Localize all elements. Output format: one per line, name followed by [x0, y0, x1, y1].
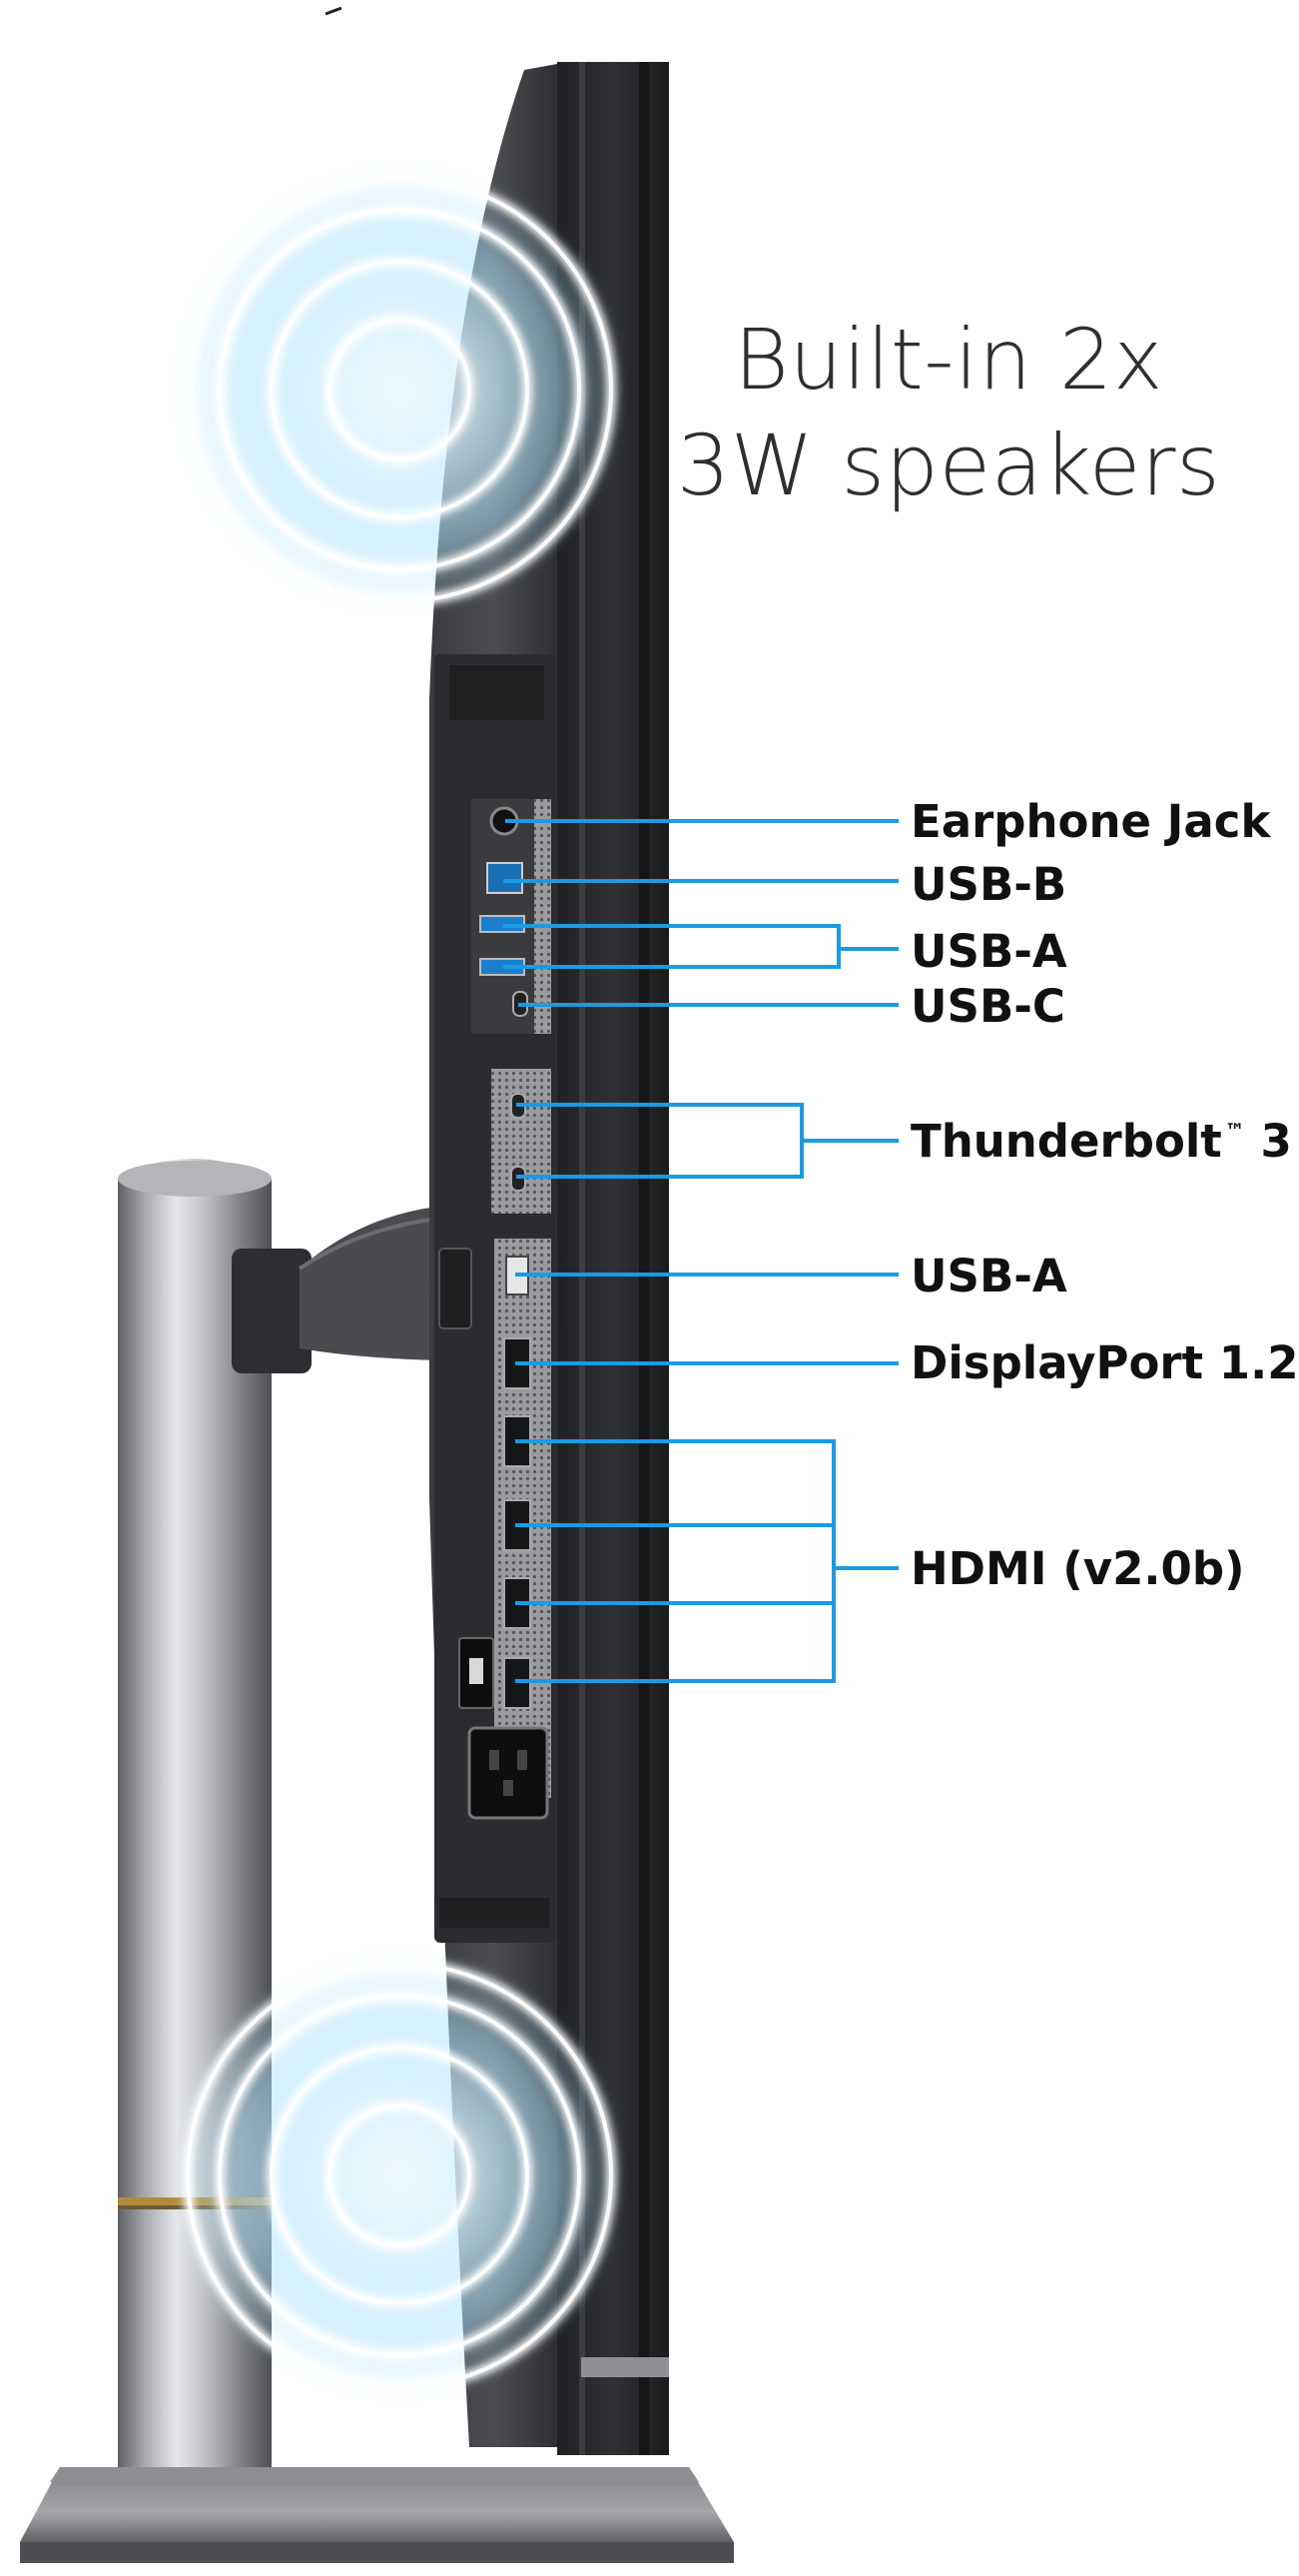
label-earphone-jack: Earphone Jack: [911, 795, 1271, 848]
label-thunderbolt-tm: ™: [1224, 1119, 1245, 1143]
label-thunderbolt-version: 3: [1260, 1115, 1292, 1168]
label-usb-a-2: USB-A: [911, 1250, 1067, 1302]
label-displayport: DisplayPort 1.2: [911, 1336, 1299, 1389]
label-usb-a-1: USB-A: [911, 925, 1067, 978]
headline-line-2: 3W speakers: [676, 417, 1221, 514]
callout-lines: [503, 819, 899, 1683]
callout-usb-a-1: [503, 924, 899, 969]
label-hdmi: HDMI (v2.0b): [911, 1542, 1245, 1595]
headline-line-1: Built-in 2x: [733, 311, 1164, 409]
stand-base: [20, 2467, 734, 2563]
callout-hdmi: [515, 1439, 899, 1683]
label-usb-b: USB-B: [911, 858, 1067, 911]
label-usb-c: USB-C: [911, 980, 1065, 1033]
speaker-wave-icon: [170, 160, 629, 619]
label-thunderbolt-name: Thunderbolt: [911, 1115, 1222, 1168]
callout-thunderbolt: [516, 1103, 899, 1179]
stand-hinge-arm: [232, 1207, 438, 1373]
speaker-wave-icon: [170, 1946, 629, 2405]
top-mark: [325, 6, 342, 16]
port-panel: [434, 654, 556, 1943]
